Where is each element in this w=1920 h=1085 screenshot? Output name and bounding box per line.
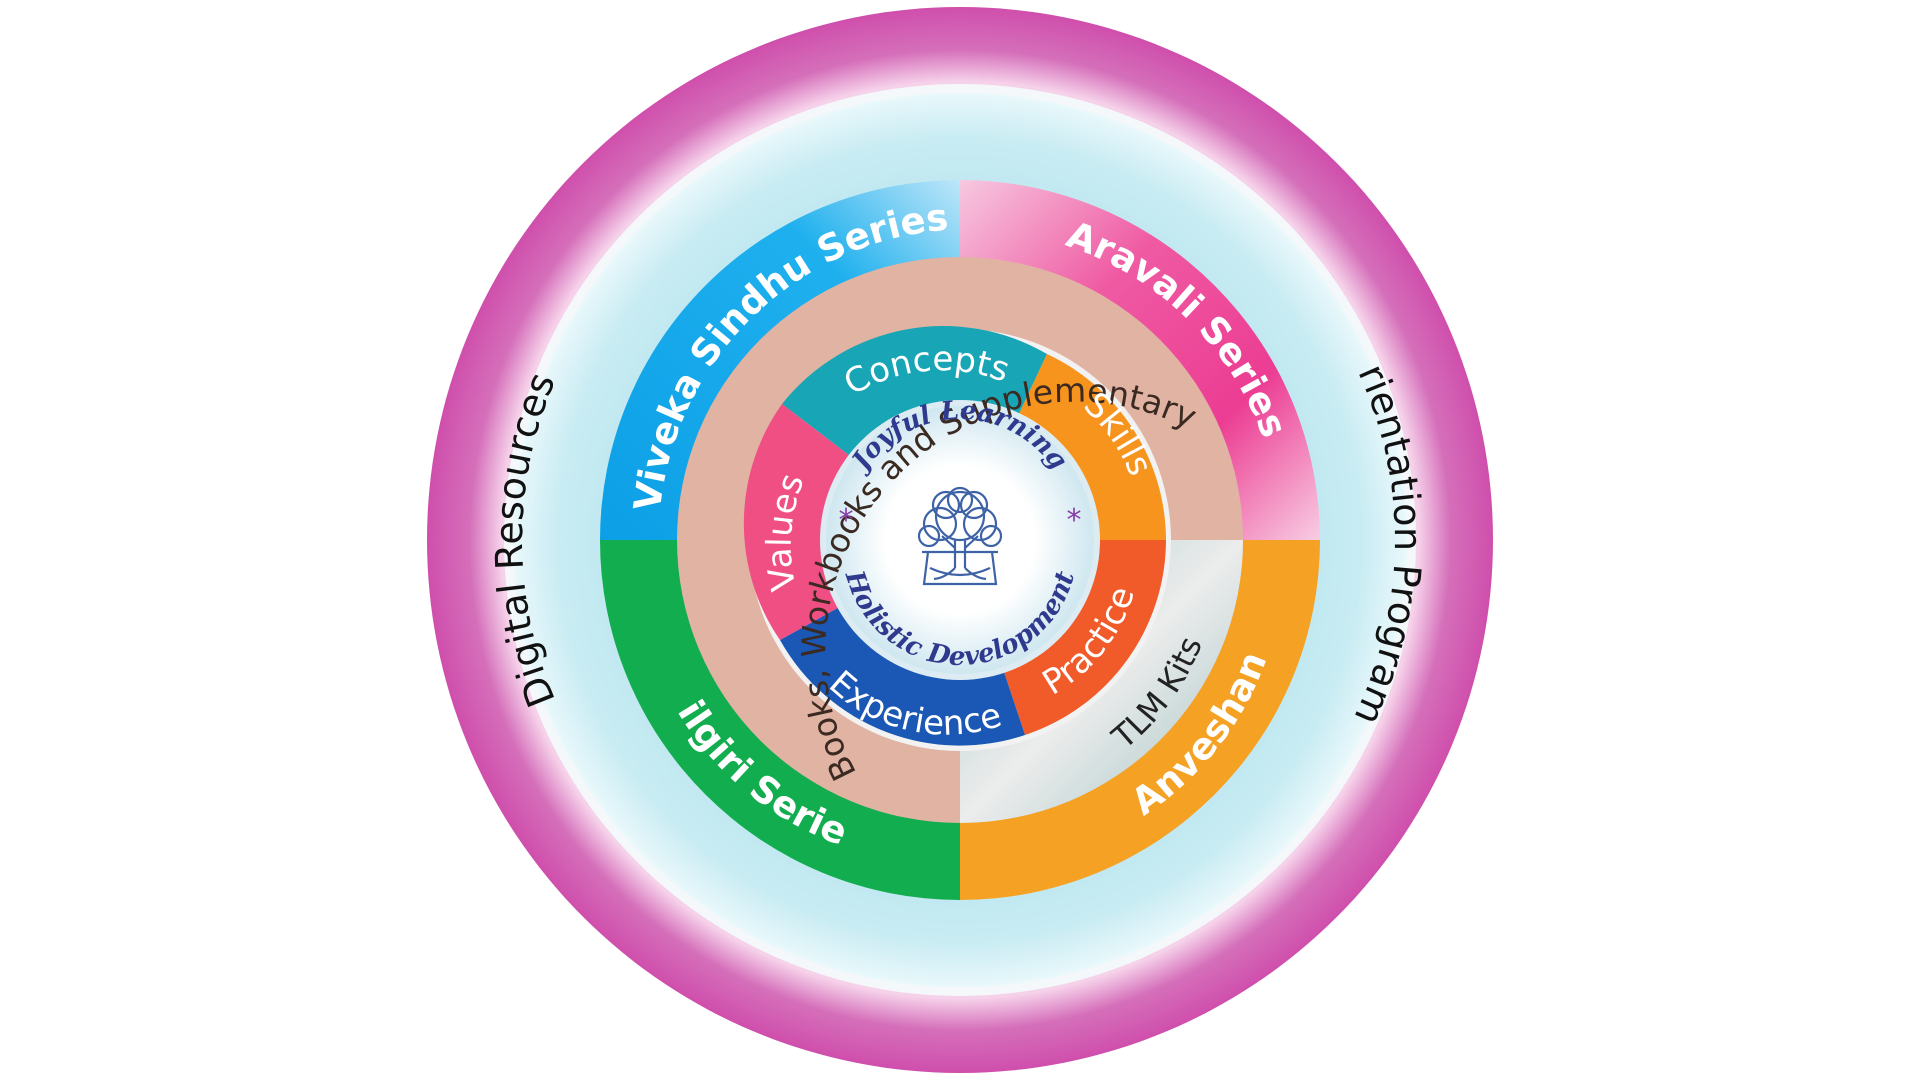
center-star-right: * (1067, 503, 1082, 538)
center-star-left: * (839, 503, 854, 538)
tree-of-life-icon (917, 486, 1003, 586)
